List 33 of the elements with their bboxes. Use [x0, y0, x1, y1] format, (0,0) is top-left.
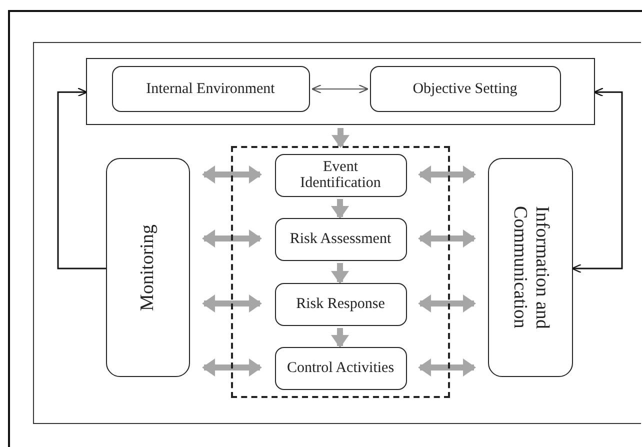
block-arrow [418, 358, 476, 376]
process-box [274, 346, 406, 390]
process-box [274, 218, 406, 260]
process-box [488, 158, 573, 377]
box-label: Event Identification [299, 159, 382, 191]
group-box [86, 58, 595, 125]
box-label: Monitoring [137, 223, 159, 313]
block-arrow [202, 230, 262, 248]
block-arrow [202, 166, 262, 184]
box-label: Internal Environment [146, 80, 275, 96]
process-box [112, 66, 310, 112]
process-box [274, 282, 406, 326]
box-label: Objective Setting [412, 80, 518, 96]
arrow [57, 88, 106, 270]
block-arrow [418, 230, 476, 248]
arrow [571, 88, 623, 274]
dashed-group-box [231, 146, 450, 398]
box-label: Control Activities [286, 360, 394, 376]
block-arrow [418, 294, 476, 312]
block-arrow [202, 294, 262, 312]
block-arrow [418, 166, 476, 184]
block-arrow [202, 358, 262, 376]
arrow [311, 84, 369, 94]
box-label: Risk Response [296, 296, 385, 312]
box-label: Risk Assessment [290, 231, 392, 247]
block-arrow [331, 328, 349, 348]
process-box [370, 66, 560, 112]
box-label: Information and Communication [508, 205, 552, 331]
process-box [106, 158, 190, 377]
block-arrow [331, 263, 349, 284]
block-arrow [331, 199, 349, 219]
block-arrow [332, 128, 350, 148]
process-box [274, 154, 406, 196]
